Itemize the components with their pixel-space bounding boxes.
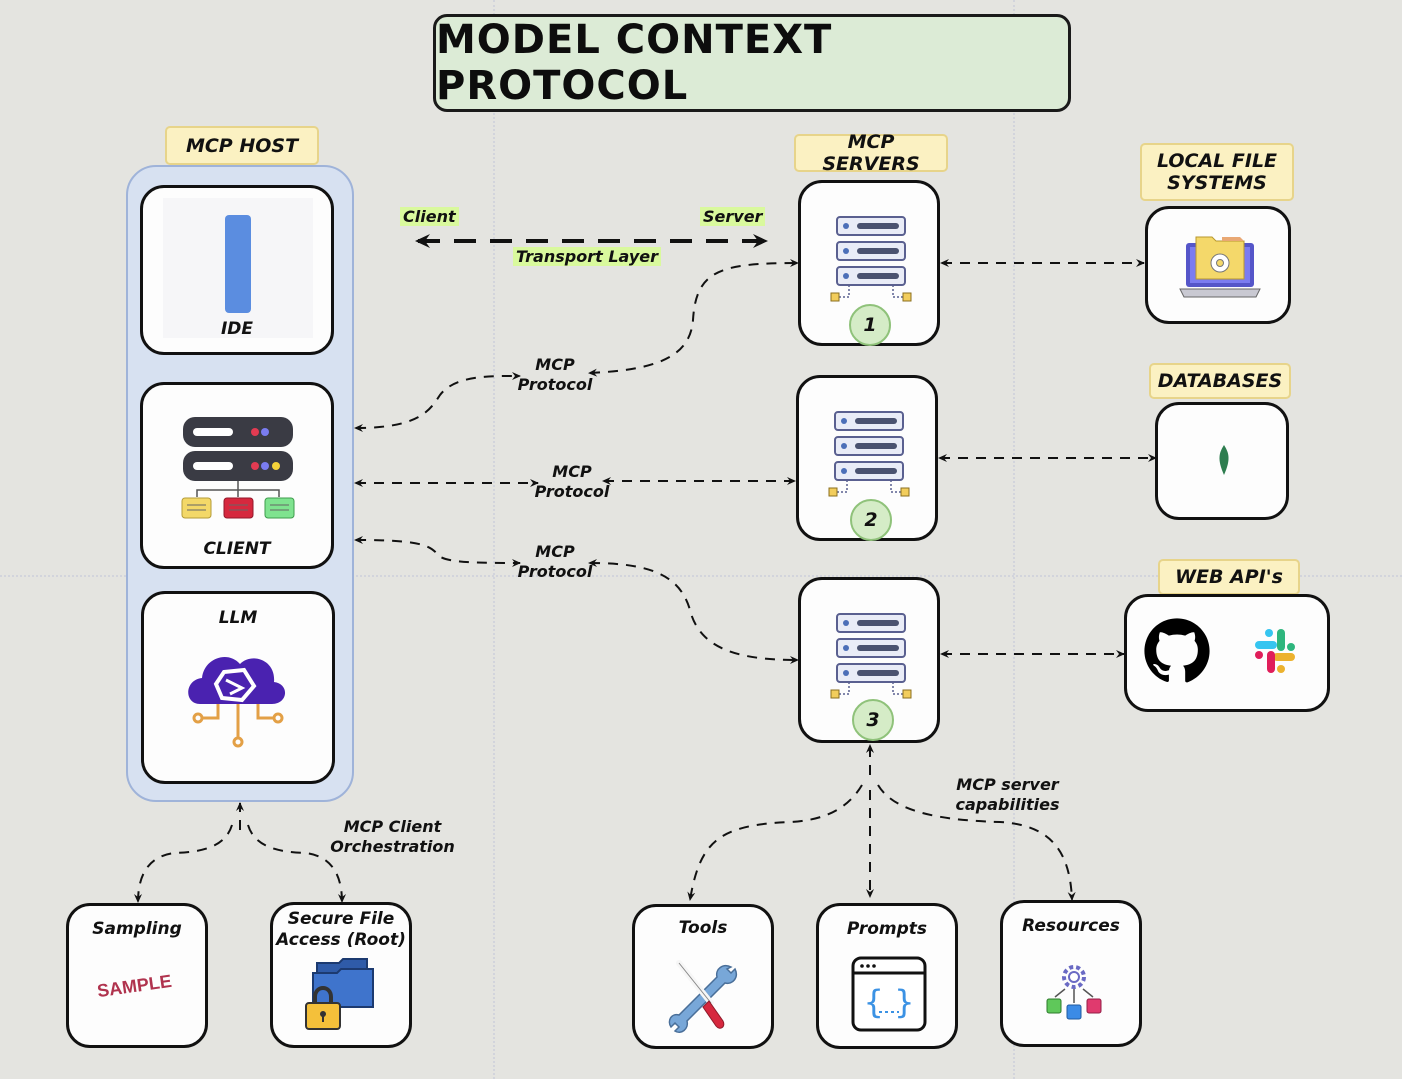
server-number-badge: 3: [852, 699, 894, 741]
local-file-systems-card[interactable]: [1145, 206, 1291, 324]
ide-label: IDE: [220, 319, 254, 339]
github-icon[interactable]: [1143, 617, 1211, 685]
ide-bar-icon: [225, 215, 251, 313]
title-banner: MODEL CONTEXT PROTOCOL: [433, 14, 1071, 112]
sample-stamp-text: SAMPLE: [95, 970, 173, 1002]
server-number: 3: [866, 709, 880, 731]
protocol-link-3-left: [354, 536, 521, 567]
client-orchestration-line2: Orchestration: [330, 837, 455, 856]
transport-client-label: Client: [400, 207, 459, 227]
server-number-badge: 2: [850, 499, 892, 541]
protocol-link-3-right: [588, 559, 799, 664]
client-server-tree-icon: [181, 417, 295, 519]
capabilities-to-tools-link: [687, 784, 863, 901]
server-card-1[interactable]: 1: [798, 180, 940, 346]
web-apis-card[interactable]: [1124, 594, 1330, 712]
server-capabilities-label: MCP server capabilities: [950, 775, 1065, 815]
protocol-label-3-line2: Protocol: [517, 562, 593, 581]
transport-layer-text: Transport Layer: [513, 247, 661, 266]
protocol-label-3: MCP Protocol: [516, 542, 594, 582]
locked-folder-icon: [305, 958, 374, 1030]
mcp-host-tag-label: MCP HOST: [185, 134, 299, 157]
mongodb-leaf-icon: [1219, 445, 1229, 475]
sample-stamp-icon: SAMPLE: [96, 971, 173, 1002]
web-apis-tag: WEB API's: [1158, 559, 1300, 595]
protocol-label-2-line1: MCP: [552, 462, 592, 481]
sampling-label: Sampling: [92, 919, 182, 939]
diagram-title: MODEL CONTEXT PROTOCOL: [436, 17, 833, 109]
protocol-link-1-right: [588, 259, 799, 377]
code-window-icon: { }: [851, 956, 927, 1032]
secure-file-access-card[interactable]: Secure File Access (Root): [270, 902, 412, 1048]
protocol-label-1-line2: Protocol: [517, 375, 593, 394]
protocol-label-2-line2: Protocol: [534, 482, 610, 501]
prompts-label: Prompts: [846, 919, 928, 939]
server-card-2[interactable]: 2: [796, 375, 938, 541]
llm-card[interactable]: LLM: [141, 591, 335, 784]
protocol-label-1: MCP Protocol: [516, 355, 594, 395]
grid-line: [493, 0, 495, 1079]
web-apis-tag-label: WEB API's: [1175, 566, 1283, 588]
transport-client-text: Client: [400, 207, 459, 226]
databases-tag: DATABASES: [1149, 363, 1291, 399]
llm-label: LLM: [218, 608, 258, 628]
server-capabilities-line2: capabilities: [955, 795, 1060, 814]
svg-text:{ }: { }: [864, 983, 915, 1021]
slack-icon[interactable]: [1251, 627, 1299, 675]
mcp-servers-tag: MCP SERVERS: [794, 131, 948, 175]
client-card[interactable]: CLIENT: [140, 382, 334, 569]
ai-cloud-icon: [188, 656, 286, 748]
gear-cubes-icon: [1046, 965, 1102, 1020]
transport-server-label: Server: [700, 207, 766, 227]
local-file-systems-tag-line1: LOCAL FILE: [1156, 150, 1278, 172]
resources-label: Resources: [1022, 916, 1120, 936]
server-card-3[interactable]: 3: [798, 577, 940, 743]
protocol-label-1-line1: MCP: [535, 355, 575, 374]
transport-layer-label: Transport Layer: [513, 247, 661, 267]
orchestration-to-secure-file-link: [247, 824, 346, 903]
secure-file-access-line2: Access (Root): [276, 930, 406, 950]
protocol-label-3-line1: MCP: [535, 542, 575, 561]
local-file-systems-tag-line2: SYSTEMS: [1167, 172, 1267, 194]
resources-card[interactable]: Resources: [1000, 900, 1142, 1047]
wrench-screwdriver-icon: [668, 960, 737, 1033]
grid-line: [1013, 0, 1015, 1079]
server-number: 2: [864, 509, 878, 531]
ide-card[interactable]: IDE: [140, 185, 334, 355]
server-rack-icon: [828, 411, 910, 497]
databases-tag-label: DATABASES: [1157, 370, 1283, 392]
client-orchestration-line1: MCP Client: [343, 817, 442, 836]
secure-file-access-line1: Secure File: [287, 909, 395, 929]
tools-card[interactable]: Tools: [632, 904, 774, 1049]
mcp-servers-tag-label: MCP SERVERS: [822, 131, 920, 175]
server-capabilities-line1: MCP server: [956, 775, 1059, 794]
server-number-badge: 1: [849, 304, 891, 346]
local-file-systems-tag: LOCAL FILE SYSTEMS: [1140, 143, 1294, 201]
laptop-folder-gear-icon: [1179, 236, 1261, 298]
client-orchestration-label: MCP Client Orchestration: [330, 817, 455, 857]
client-label: CLIENT: [203, 539, 271, 559]
orchestration-to-sampling-link: [134, 824, 233, 903]
protocol-link-1-left: [354, 371, 521, 432]
sampling-card[interactable]: Sampling SAMPLE: [66, 903, 208, 1048]
transport-server-text: Server: [700, 207, 766, 226]
server-rack-icon: [830, 216, 912, 302]
server-rack-icon: [830, 613, 912, 699]
protocol-label-2: MCP Protocol: [533, 462, 611, 502]
databases-card[interactable]: [1155, 402, 1289, 520]
server-number: 1: [863, 314, 877, 336]
prompts-card[interactable]: Prompts { }: [816, 903, 958, 1049]
secure-file-access-label: Secure File Access (Root): [273, 909, 409, 951]
mcp-host-tag: MCP HOST: [165, 126, 319, 165]
tools-label: Tools: [678, 918, 728, 938]
